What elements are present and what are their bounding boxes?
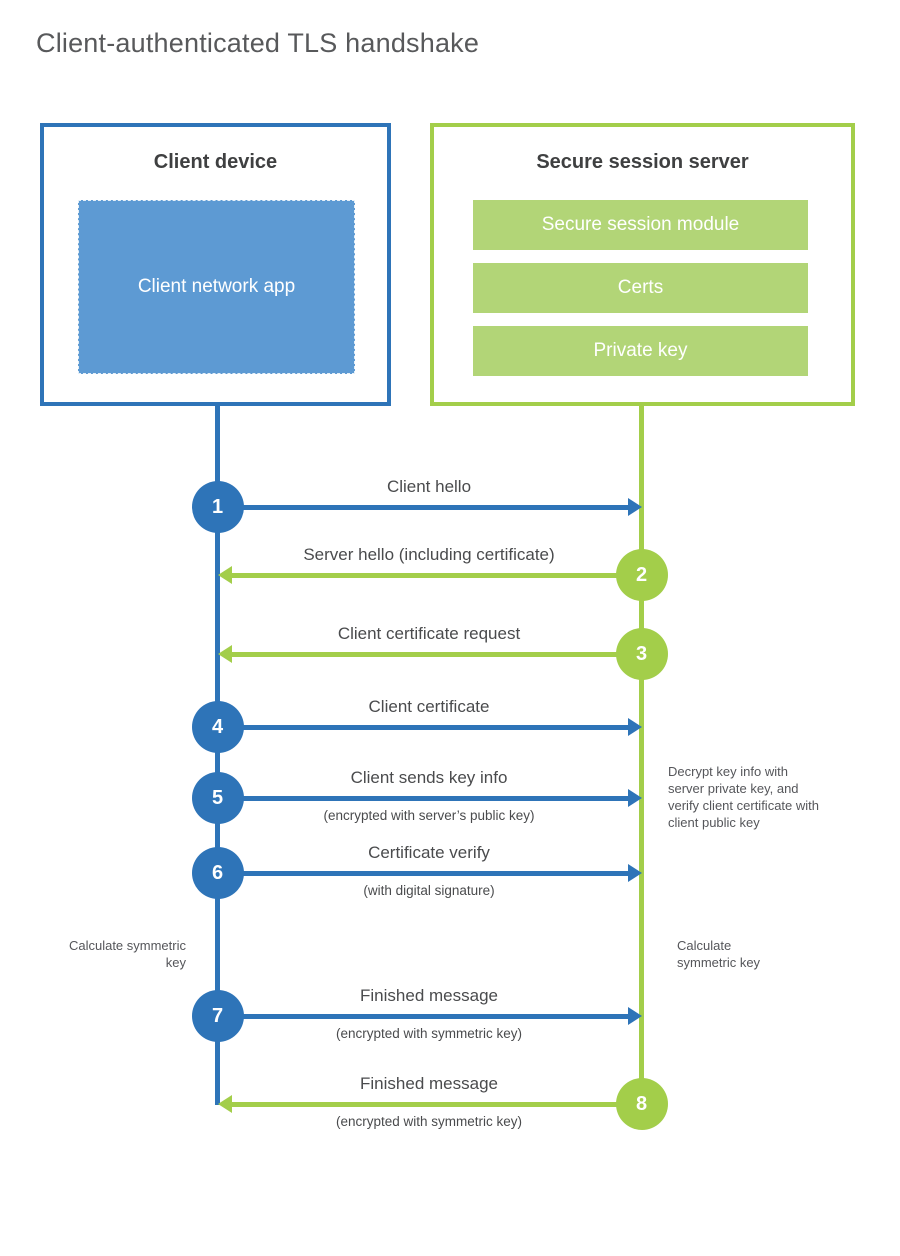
step-number-badge: 8 (615, 1078, 668, 1130)
arrowhead-right-icon (627, 864, 642, 882)
arrowhead-left-icon (217, 566, 232, 584)
calculate-symmetric-key-client: Calculate symmetric key (68, 938, 186, 970)
client-network-app-box: Client network app (78, 200, 355, 374)
page-title: Client-authenticated TLS handshake (36, 28, 480, 58)
message-label: Client certificate (368, 697, 490, 716)
arrowhead-right-icon (627, 498, 642, 516)
message-label: Certificate verify (368, 843, 490, 862)
server-certs-bar: Certs (473, 263, 808, 313)
arrowhead-right-icon (627, 789, 642, 807)
message-label: Finished message (360, 986, 498, 1005)
message-arrow-line (229, 1101, 642, 1107)
message-arrow-line (217, 724, 630, 730)
message-label: Finished message (360, 1074, 498, 1093)
client-lifeline (215, 405, 220, 1105)
message-label: Client hello (386, 477, 472, 496)
message-label: Client certificate request (337, 624, 521, 643)
step-number-badge: 5 (191, 772, 244, 824)
server-module-bar: Secure session module (473, 200, 808, 250)
arrowhead-left-icon (217, 645, 232, 663)
message-arrow-line (217, 870, 630, 876)
message-label: Client sends key info (350, 768, 508, 787)
message-sublabel: (encrypted with symmetric key) (335, 1114, 523, 1129)
arrowhead-right-icon (627, 1007, 642, 1025)
message-arrow-line (229, 651, 642, 657)
step-number-badge: 7 (191, 990, 244, 1042)
calculate-symmetric-key-server: Calculate symmetric key (677, 938, 761, 970)
arrowhead-left-icon (217, 1095, 232, 1113)
decrypt-note: Decrypt key info with server private key… (668, 764, 819, 830)
client-network-app-label: Client network app (137, 276, 296, 298)
message-sublabel: (encrypted with server’s public key) (323, 808, 535, 823)
message-arrow-line (217, 795, 630, 801)
secure-session-server-title: Secure session server (536, 151, 749, 173)
message-arrow-line (217, 1013, 630, 1019)
client-device-box: Client device Client network app (40, 123, 391, 406)
message-label: Server hello (including certificate) (303, 545, 555, 564)
message-arrow-line (229, 572, 642, 578)
step-number-badge: 2 (615, 549, 668, 601)
client-device-title: Client device (153, 151, 278, 173)
message-sublabel: (with digital signature) (363, 883, 495, 898)
step-number-badge: 3 (615, 628, 668, 680)
step-number-badge: 4 (191, 701, 244, 753)
secure-session-server-box: Secure session server Secure session mod… (430, 123, 855, 406)
message-arrow-line (217, 504, 630, 510)
arrowhead-right-icon (627, 718, 642, 736)
step-number-badge: 6 (191, 847, 244, 899)
server-lifeline (639, 405, 644, 1128)
server-private-key-bar: Private key (473, 326, 808, 376)
message-sublabel: (encrypted with symmetric key) (335, 1026, 523, 1041)
step-number-badge: 1 (191, 481, 244, 533)
